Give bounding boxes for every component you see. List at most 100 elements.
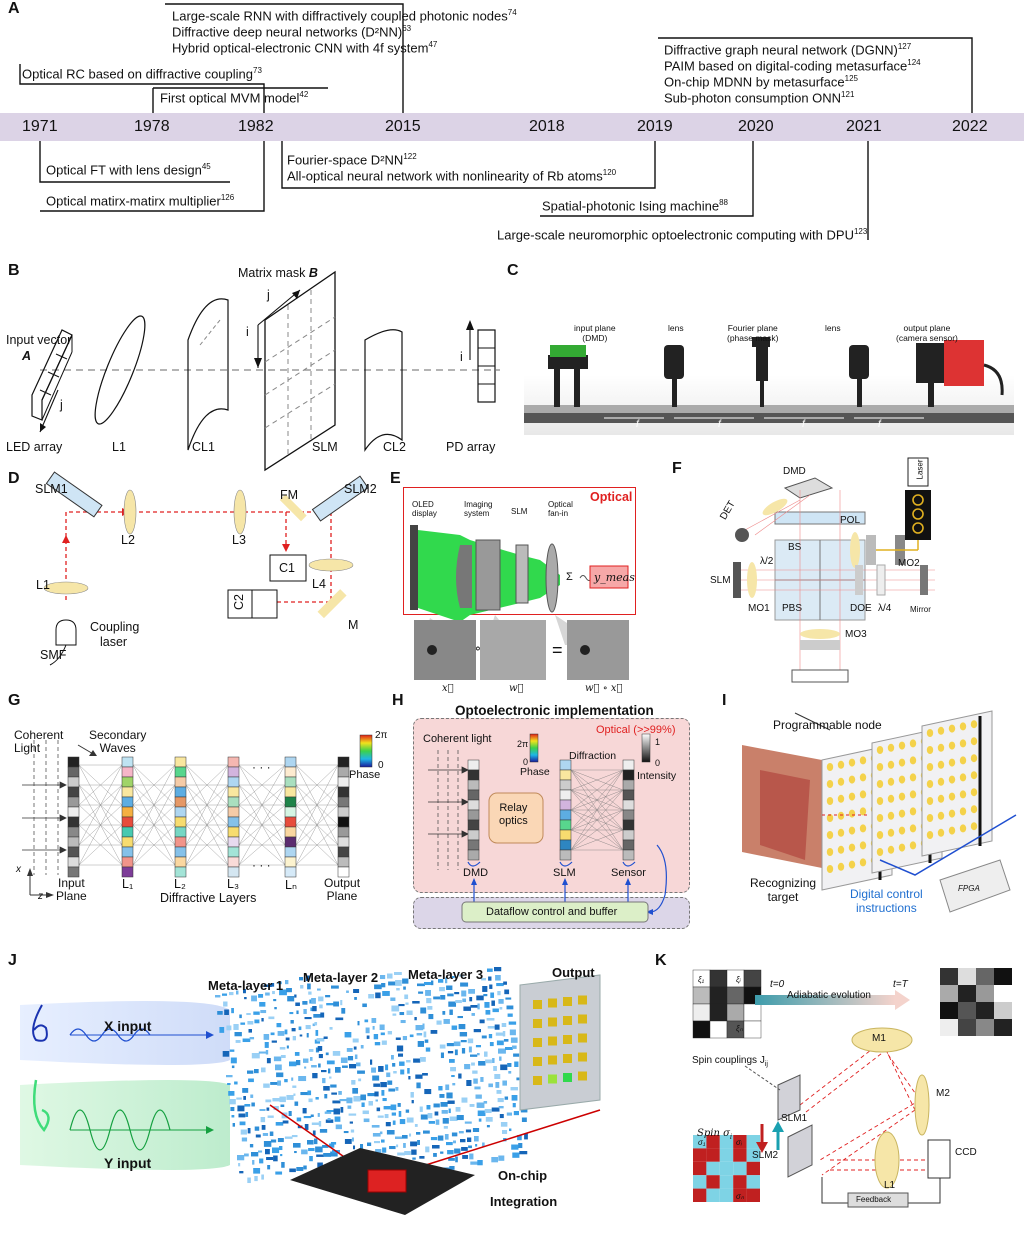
event-1982-mmm: Optical matirx-matirx multiplier126 bbox=[46, 193, 235, 209]
j-meta-atom bbox=[382, 1098, 387, 1102]
j-meta-atom bbox=[332, 1051, 341, 1056]
j-meta-atom bbox=[364, 1019, 369, 1023]
j-meta-atom bbox=[393, 1071, 397, 1074]
j-meta-atom bbox=[455, 1156, 458, 1163]
j-meta-atom bbox=[384, 1114, 389, 1119]
i-node-dot bbox=[837, 845, 845, 854]
c-optical-bench bbox=[524, 337, 1014, 423]
j-meta-atom bbox=[371, 1067, 376, 1073]
j-meta-atom bbox=[469, 1104, 475, 1107]
k-spin-couplings: Spin couplings Jij bbox=[692, 1055, 768, 1068]
j-meta-atom bbox=[304, 1017, 312, 1020]
year-1982: 1982 bbox=[238, 118, 274, 135]
j-meta-atom bbox=[273, 1155, 278, 1162]
i-node-dot bbox=[937, 777, 945, 786]
g-ln: Lₙ bbox=[285, 878, 297, 892]
j-meta-atom bbox=[453, 1041, 461, 1047]
j-meta-atom bbox=[299, 1034, 303, 1037]
j-output-detector bbox=[578, 995, 587, 1005]
g-x: x bbox=[16, 864, 21, 875]
c-f4: f bbox=[878, 419, 881, 430]
j-meta-atom bbox=[380, 1032, 385, 1036]
j-meta-atom bbox=[271, 983, 275, 987]
k-mat1-cell bbox=[692, 986, 711, 1005]
k-mat2-cell bbox=[976, 968, 994, 985]
j-meta-atom bbox=[272, 991, 275, 995]
j-meta-atom bbox=[263, 1034, 270, 1040]
c-label-lens1: lens bbox=[668, 323, 684, 333]
b-a-label: A bbox=[22, 349, 32, 363]
k-spin-cell bbox=[733, 1188, 747, 1202]
j-meta-atom bbox=[414, 1017, 417, 1021]
j-meta-atom bbox=[449, 1166, 455, 1170]
j-meta-atom bbox=[296, 1167, 304, 1172]
j-meta-atom bbox=[222, 993, 228, 996]
j-meta-atom bbox=[237, 1105, 245, 1112]
j-meta-atom bbox=[482, 1142, 485, 1147]
j-meta-atom bbox=[424, 982, 432, 986]
j-meta-atom bbox=[307, 1140, 314, 1145]
j-meta-atom bbox=[387, 973, 393, 979]
j-meta-atom bbox=[379, 1024, 385, 1031]
j-meta-atom bbox=[346, 1048, 353, 1052]
event-2021-dpu: Large-scale neuromorphic optoelectronic … bbox=[497, 227, 868, 243]
g-layer-cell bbox=[174, 866, 187, 878]
j-meta-atom bbox=[417, 1140, 420, 1146]
j-meta-atom bbox=[400, 1069, 405, 1075]
j-meta-atom bbox=[379, 1131, 383, 1135]
j-meta-atom bbox=[315, 1047, 320, 1053]
j-meta-atom bbox=[226, 1025, 232, 1031]
j-meta-atom bbox=[251, 995, 257, 1002]
j-meta-atom bbox=[459, 1032, 468, 1037]
j-meta-atom bbox=[372, 1133, 381, 1137]
j-meta-atom bbox=[449, 1116, 458, 1121]
j-meta-atom bbox=[423, 1031, 427, 1038]
j-meta-atom bbox=[305, 1025, 311, 1030]
j-meta-atom bbox=[339, 1099, 347, 1102]
i-node-dot bbox=[926, 729, 934, 737]
j-meta-atom bbox=[308, 1049, 314, 1052]
panel-d-diagram bbox=[43, 471, 369, 666]
i-node-dot bbox=[909, 841, 917, 850]
g-l1: L₁ bbox=[122, 877, 134, 891]
j-meta-atom bbox=[476, 1102, 485, 1108]
h-dmd: DMD bbox=[463, 867, 489, 879]
j-meta-atom bbox=[430, 1030, 438, 1034]
j-meta-atom bbox=[233, 1024, 239, 1030]
j-meta-atom bbox=[234, 1032, 242, 1037]
i-node-dot bbox=[970, 720, 978, 729]
j-output-detector bbox=[533, 1057, 542, 1066]
j-meta-atom bbox=[483, 1101, 488, 1104]
j-meta-atom bbox=[319, 1129, 328, 1133]
h-title: Optoelectronic implementation bbox=[455, 703, 654, 718]
i-node-dot bbox=[926, 797, 934, 805]
j-meta-atom bbox=[471, 1062, 475, 1066]
j-meta-atom bbox=[362, 1003, 367, 1008]
j-meta-atom bbox=[276, 1023, 282, 1028]
j-meta-atom bbox=[374, 1091, 379, 1097]
j-meta-atom bbox=[510, 1037, 518, 1043]
j-meta-atom bbox=[430, 1137, 438, 1141]
i-node-dot bbox=[926, 831, 934, 839]
panel-g-label: G bbox=[8, 692, 21, 709]
j-meta-atom bbox=[308, 1098, 313, 1103]
j-output-detector bbox=[578, 1052, 587, 1062]
k-t0: t=0 bbox=[770, 979, 785, 990]
j-meta-atom bbox=[362, 1110, 369, 1115]
j-meta-atom bbox=[402, 1036, 408, 1041]
j-meta-atom bbox=[266, 1157, 274, 1161]
i-node-dot bbox=[948, 724, 956, 733]
j-meta-atom bbox=[282, 1120, 289, 1124]
j-meta-atom bbox=[365, 1027, 370, 1034]
b-pd-array: PD array bbox=[446, 440, 496, 454]
j-meta-atom bbox=[322, 1145, 329, 1148]
j-meta-atom bbox=[318, 1063, 321, 1068]
h-intensity-colorbar bbox=[641, 733, 651, 763]
j-meta-atom bbox=[420, 1007, 427, 1014]
j-meta-atom bbox=[244, 1153, 249, 1157]
j-meta-atom bbox=[358, 1078, 362, 1082]
i-node-dot bbox=[859, 824, 867, 833]
j-meta-atom bbox=[461, 1147, 468, 1151]
j-meta-atom bbox=[375, 1149, 382, 1154]
j-meta-atom bbox=[440, 1151, 444, 1154]
